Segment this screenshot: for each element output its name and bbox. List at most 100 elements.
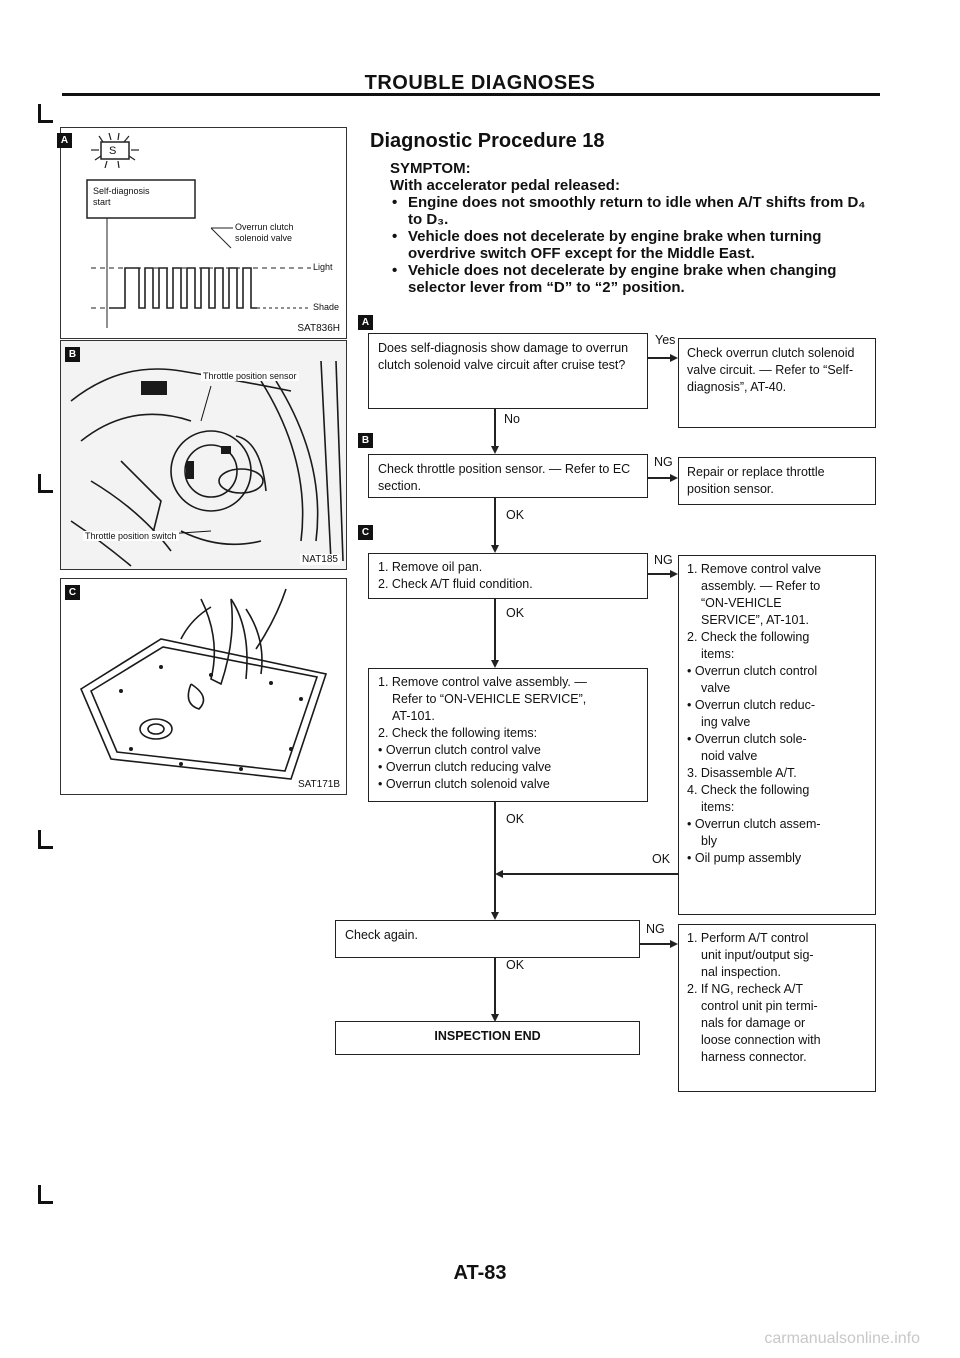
connector: [648, 477, 672, 479]
result-line: bly: [701, 834, 717, 848]
result-line: • Overrun clutch control: [687, 664, 818, 678]
step-b-badge: B: [358, 433, 373, 448]
result-line: noid valve: [701, 749, 758, 763]
step2-box: Check throttle position sensor. — Refer …: [368, 454, 648, 498]
figure-code: NAT185: [300, 554, 340, 565]
step1-result-box: Check overrun clutch solenoid valve circ…: [678, 338, 876, 428]
result-line: control unit pin termi-: [701, 999, 818, 1013]
corner-mark: [38, 104, 53, 123]
procedure-title: Diagnostic Procedure 18: [370, 130, 605, 152]
arrow-down: [491, 912, 499, 920]
symptom-bullet: Vehicle does not decelerate by engine br…: [390, 262, 880, 296]
throttle-sensor-label: Throttle position sensor: [201, 371, 299, 381]
arrow-right: [670, 570, 678, 578]
figure-code: SAT836H: [297, 323, 340, 334]
arrow-down: [491, 446, 499, 454]
figure-b-badge: B: [65, 347, 80, 362]
connector: [494, 802, 496, 912]
arrow-down: [491, 1014, 499, 1022]
connector: [494, 409, 496, 447]
symptom-label: SYMPTOM:: [390, 160, 471, 177]
result-line: assembly. — Refer to: [701, 579, 821, 593]
connector: [502, 873, 678, 875]
corner-mark: [38, 474, 53, 493]
header-rule: [62, 93, 880, 96]
result-line: 3. Disassemble A/T.: [687, 766, 797, 780]
result-line: valve: [701, 681, 731, 695]
step2-result-box: Repair or replace throttle position sens…: [678, 457, 876, 505]
result-line: items:: [701, 800, 735, 814]
ng-label: NG: [654, 553, 673, 567]
overrun-label: Overrun clutch solenoid valve: [235, 222, 294, 243]
step4-line: AT-101.: [392, 709, 435, 723]
light-label: Light: [313, 262, 333, 272]
arrow-left: [495, 870, 503, 878]
result-line: • Overrun clutch reduc-: [687, 698, 816, 712]
symptom-bullet: Vehicle does not decelerate by engine br…: [390, 228, 880, 262]
connector: [494, 599, 496, 661]
ok-label: OK: [506, 508, 525, 522]
result-line: SERVICE”, AT-101.: [701, 613, 809, 627]
step3-line: 1. Remove oil pan.: [378, 560, 483, 574]
no-label: No: [504, 412, 520, 426]
result-line: 2. Check the following: [687, 630, 810, 644]
result-line: • Overrun clutch sole-: [687, 732, 807, 746]
step4-line: 1. Remove control valve assembly. —: [378, 675, 587, 689]
figure-c: C SAT171B: [60, 578, 347, 795]
step5-box: Check again.: [335, 920, 640, 958]
result-line: 2. If NG, recheck A/T: [687, 982, 804, 996]
result-line: 1. Perform A/T control: [687, 931, 809, 945]
arrow-right: [670, 354, 678, 362]
inspection-end-box: INSPECTION END: [335, 1021, 640, 1055]
arrow-down: [491, 545, 499, 553]
arrow-right: [670, 940, 678, 948]
arrow-right: [670, 474, 678, 482]
step3-box: 1. Remove oil pan. 2. Check A/T fluid co…: [368, 553, 648, 599]
result-line: loose connection with: [701, 1033, 821, 1047]
step-c-badge: C: [358, 525, 373, 540]
self-diagnosis-label: Self-diagnosis start: [93, 186, 150, 207]
result-line: “ON-VEHICLE: [701, 596, 782, 610]
yes-label: Yes: [655, 333, 676, 347]
oil-pan-illustration: [79, 588, 328, 780]
arrow-down: [491, 660, 499, 668]
figure-c-badge: C: [65, 585, 80, 600]
symptom-block: SYMPTOM: With accelerator pedal released…: [390, 160, 880, 296]
result-line: • Overrun clutch assem-: [687, 817, 821, 831]
shade-label: Shade: [313, 302, 340, 312]
connector: [648, 573, 672, 575]
figure-b: B Throttle position sensor Throttle: [60, 340, 347, 570]
step4-line: • Overrun clutch reducing valve: [378, 760, 552, 774]
ok-label: OK: [652, 852, 671, 866]
self-diagnosis-diagram: [86, 132, 311, 328]
ok-label: OK: [506, 958, 525, 972]
result-line: harness connector.: [701, 1050, 807, 1064]
figure-a-badge: A: [57, 133, 72, 148]
step4-line: 2. Check the following items:: [378, 726, 538, 740]
connector: [494, 498, 496, 546]
step3-line: 2. Check A/T fluid condition.: [378, 577, 533, 591]
throttle-switch-label: Throttle position switch: [83, 531, 179, 541]
step3-result-box: 1. Remove control valve assembly. — Refe…: [678, 555, 876, 915]
result-line: ing valve: [701, 715, 751, 729]
connector: [648, 357, 672, 359]
page-number: AT-83: [453, 1262, 507, 1284]
step4-box: 1. Remove control valve assembly. — Refe…: [368, 668, 648, 802]
result-line: nals for damage or: [701, 1016, 806, 1030]
step-a-badge: A: [358, 315, 373, 330]
step5-result-box: 1. Perform A/T control unit input/output…: [678, 924, 876, 1092]
step4-line: • Overrun clutch solenoid valve: [378, 777, 550, 791]
ng-label: NG: [646, 922, 665, 936]
result-line: items:: [701, 647, 735, 661]
figure-code: SAT171B: [297, 779, 340, 790]
corner-mark: [38, 1185, 53, 1204]
connector: [494, 958, 496, 1015]
symptom-bullet: Engine does not smoothly return to idle …: [390, 194, 880, 228]
symptom-intro: With accelerator pedal released:: [390, 177, 620, 194]
step4-line: Refer to “ON-VEHICLE SERVICE”,: [392, 692, 587, 706]
step1-box: Does self-diagnosis show damage to overr…: [368, 333, 648, 409]
step4-line: • Overrun clutch control valve: [378, 743, 541, 757]
watermark: carmanualsonline.info: [764, 1330, 920, 1347]
result-line: nal inspection.: [701, 965, 781, 979]
s-label: S: [109, 145, 117, 157]
